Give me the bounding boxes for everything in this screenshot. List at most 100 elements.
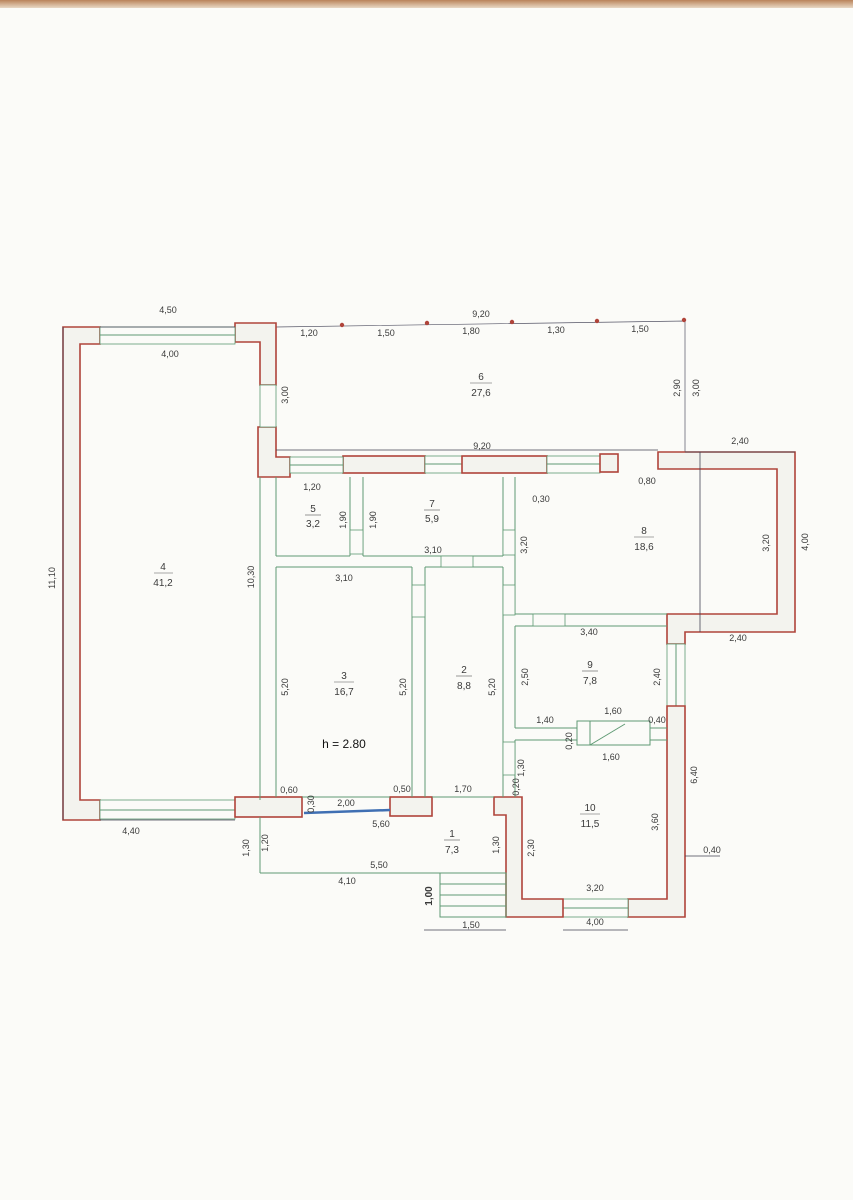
dimension-labels: 4,50 4,00 9,20 1,20 1,50 1,80 1,30 1,50 …: [122, 305, 749, 930]
svg-text:0,50: 0,50: [393, 784, 411, 794]
svg-text:1,40: 1,40: [536, 715, 554, 725]
room-label-9: 9 7,8: [582, 660, 598, 687]
svg-text:5,60: 5,60: [372, 819, 390, 829]
svg-text:1,60: 1,60: [602, 752, 620, 762]
terrace-posts: [339, 317, 687, 328]
boiler-unit: [576, 720, 651, 746]
svg-text:4,10: 4,10: [338, 876, 356, 886]
svg-text:2: 2: [461, 665, 467, 676]
room-label-7: 7 5,9: [424, 499, 440, 525]
wall-segment-c: [599, 453, 619, 473]
svg-text:5,20: 5,20: [280, 678, 290, 696]
svg-text:2,30: 2,30: [526, 839, 536, 857]
svg-text:2,40: 2,40: [731, 436, 749, 446]
svg-text:5,9: 5,9: [425, 514, 439, 525]
desk-edge: [0, 0, 853, 8]
room4-wall-left: [62, 326, 101, 821]
svg-text:4,00: 4,00: [586, 917, 604, 927]
room-label-6: 6 27,6: [470, 372, 492, 399]
svg-text:1,90: 1,90: [338, 511, 348, 529]
svg-text:4,00: 4,00: [800, 533, 810, 551]
svg-text:27,6: 27,6: [471, 388, 491, 399]
svg-text:11,10: 11,10: [47, 567, 57, 589]
svg-text:3: 3: [341, 671, 347, 682]
svg-text:10,30: 10,30: [246, 566, 256, 589]
svg-text:0,20: 0,20: [564, 732, 574, 750]
svg-text:1,90: 1,90: [368, 511, 378, 529]
svg-text:7: 7: [429, 499, 435, 510]
svg-text:6: 6: [478, 372, 484, 383]
dimension-labels-vertical: 3,00 2,90 3,00 1,90 1,90 3,20 3,20 4,00 …: [47, 379, 810, 906]
svg-text:4,40: 4,40: [122, 826, 140, 836]
svg-text:2,40: 2,40: [729, 633, 747, 643]
room8-wall: [657, 451, 796, 645]
window-room1: [303, 808, 391, 815]
dimension-lines: [62, 326, 795, 931]
svg-text:8: 8: [641, 526, 647, 537]
wall-bottom-room3: [234, 796, 303, 818]
svg-text:4,50: 4,50: [159, 305, 177, 315]
svg-text:2,40: 2,40: [652, 668, 662, 686]
svg-text:0,40: 0,40: [648, 715, 666, 725]
svg-text:5,20: 5,20: [398, 678, 408, 696]
ceiling-height-label: h = 2.80: [322, 737, 366, 751]
svg-text:0,40: 0,40: [703, 845, 721, 855]
svg-text:1,20: 1,20: [260, 834, 270, 852]
room-label-4: 4 41,2: [153, 562, 173, 589]
svg-text:5,50: 5,50: [370, 860, 388, 870]
svg-text:1,20: 1,20: [300, 328, 318, 338]
svg-text:2,90: 2,90: [672, 379, 682, 397]
svg-text:0,60: 0,60: [280, 785, 298, 795]
terrace-outline: [275, 320, 686, 452]
room-label-1: 1 7,3: [444, 829, 460, 856]
svg-text:3,20: 3,20: [519, 536, 529, 554]
svg-text:9,20: 9,20: [473, 441, 491, 451]
room-label-8: 8 18,6: [634, 526, 654, 553]
svg-text:18,6: 18,6: [634, 542, 654, 553]
svg-text:1,30: 1,30: [491, 836, 501, 854]
svg-text:1,80: 1,80: [462, 326, 480, 336]
room-label-5: 5 3,2: [305, 504, 321, 530]
svg-text:9: 9: [587, 660, 593, 671]
svg-text:1,30: 1,30: [241, 839, 251, 857]
svg-text:10: 10: [584, 803, 596, 814]
svg-text:3,20: 3,20: [586, 883, 604, 893]
room-label-2: 2 8,8: [456, 665, 472, 692]
wall-bottom-mid: [389, 796, 433, 817]
svg-text:3,10: 3,10: [335, 573, 353, 583]
door-markers: [349, 529, 566, 776]
svg-text:5,20: 5,20: [487, 678, 497, 696]
door-room4-terrace: [259, 384, 277, 428]
svg-text:7,8: 7,8: [583, 676, 597, 687]
svg-text:0,30: 0,30: [306, 795, 316, 813]
room-label-10: 10 11,5: [580, 803, 600, 830]
svg-text:2,50: 2,50: [520, 668, 530, 686]
svg-text:0,30: 0,30: [532, 494, 550, 504]
svg-text:0,20: 0,20: [511, 778, 521, 796]
svg-text:1,00: 1,00: [424, 886, 435, 906]
wall-segment-b: [461, 455, 548, 474]
svg-text:2,00: 2,00: [337, 798, 355, 808]
room-label-3: 3 16,7: [334, 671, 354, 698]
svg-text:1,30: 1,30: [516, 759, 526, 777]
svg-text:3,00: 3,00: [280, 386, 290, 404]
svg-text:3,10: 3,10: [424, 545, 442, 555]
svg-text:3,40: 3,40: [580, 627, 598, 637]
svg-text:5: 5: [310, 504, 316, 515]
svg-text:9,20: 9,20: [472, 309, 490, 319]
room10-wall-left: [493, 796, 564, 918]
svg-text:1,50: 1,50: [377, 328, 395, 338]
wall-segment-a: [342, 455, 426, 474]
partitions: [259, 477, 667, 917]
svg-text:3,60: 3,60: [650, 813, 660, 831]
svg-text:8,8: 8,8: [457, 681, 471, 692]
svg-text:11,5: 11,5: [581, 819, 600, 830]
svg-text:16,7: 16,7: [334, 687, 354, 698]
svg-text:3,20: 3,20: [761, 534, 771, 552]
svg-text:4,00: 4,00: [161, 349, 179, 359]
svg-text:1,20: 1,20: [303, 482, 321, 492]
svg-text:1,60: 1,60: [604, 706, 622, 716]
room4-wall-top-right: [234, 322, 277, 386]
